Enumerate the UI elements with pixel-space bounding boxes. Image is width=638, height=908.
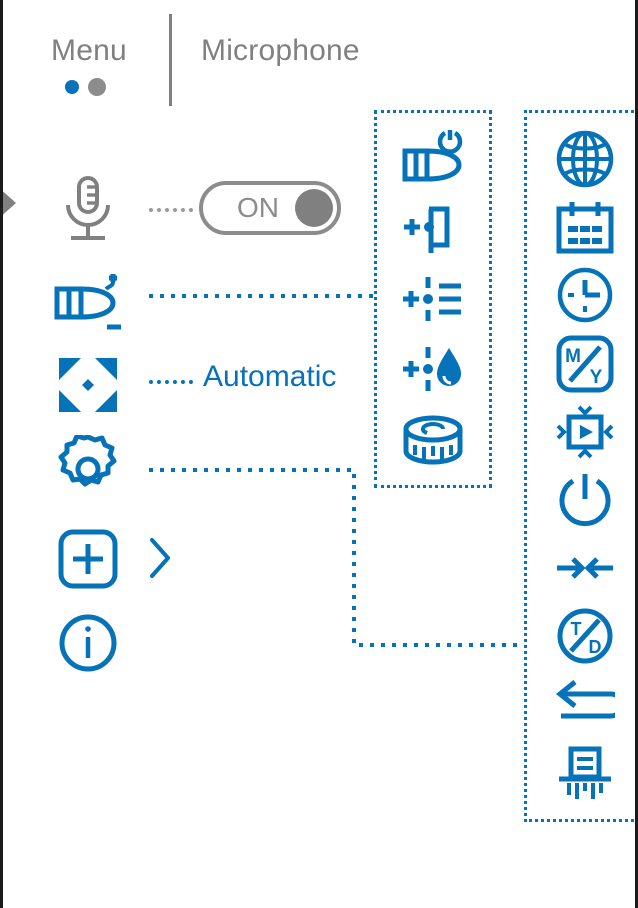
microphone-toggle-knob[interactable] [295,189,333,227]
page-dot-2[interactable] [88,78,106,96]
panel-item-language[interactable] [552,128,618,190]
menu-label: Menu [51,34,127,67]
panel-item-reset[interactable] [552,674,618,736]
gear-icon [54,435,122,503]
page-dot-1[interactable] [65,80,79,94]
microphone-gain-droplet-icon [401,343,465,395]
panel-item-time[interactable] [552,264,618,326]
svg-text:M: M [565,346,581,367]
menu-row-add[interactable] [47,518,129,600]
panel-item-microphone-gain-bracket[interactable] [400,198,466,260]
panel-item-microphone-gain-droplet[interactable] [400,338,466,400]
panel-item-measuring-tape[interactable] [400,409,466,471]
menu-row-settings[interactable] [47,428,129,510]
calendar-icon [556,200,614,254]
microphone-icon [57,174,119,244]
leader-focus [149,380,193,384]
settings-submenu: M Y [524,110,635,822]
menu-row-microphone[interactable] [47,168,129,250]
panel-item-collapse[interactable] [552,537,618,599]
chevron-right-icon[interactable] [147,536,173,580]
temperature-date-format-icon: T D [556,607,614,665]
panel-item-shredder[interactable] [552,742,618,804]
microphone-toggle-label: ON [237,192,279,223]
microphone-gain-bracket-icon [401,203,465,255]
power-icon [557,471,613,529]
microphone-gain-plus-minus-icon [51,272,125,334]
svg-text:Y: Y [590,367,603,388]
edge-arrow-indicator [3,186,16,220]
microphone-toggle[interactable]: ON [199,181,341,235]
panel-item-screensaver[interactable] [552,401,618,463]
connector-settings [149,468,524,647]
microphone-power-icon [401,129,465,187]
leader-microphone [149,208,193,212]
focus-value-label[interactable]: Automatic [203,360,337,393]
page-dots [65,78,106,96]
panel-item-date-format[interactable]: M Y [552,333,618,395]
undo-return-arrow-icon [555,679,615,730]
panel-item-power[interactable] [552,469,618,531]
add-plus-square-icon [58,529,118,589]
info-circle-icon [58,613,118,673]
month-year-format-icon: M Y [556,335,614,393]
panel-item-microphone-gain-list[interactable] [400,268,466,330]
menu-row-focus[interactable] [47,344,129,426]
svg-text:T: T [571,619,582,639]
panel-item-temperature-format[interactable]: T D [552,605,618,667]
screensaver-expand-icon [555,404,615,460]
globe-icon [556,130,614,188]
menu-row-info[interactable] [47,602,129,684]
measuring-tape-icon [401,411,465,469]
svg-text:D: D [589,637,602,657]
panel-item-date[interactable] [552,196,618,258]
clock-icon [556,266,614,324]
shredder-icon [556,745,614,801]
panel-item-microphone-power[interactable] [400,127,466,189]
arrows-inward-icon [555,550,615,586]
menu-row-microphone-gain[interactable] [47,262,129,344]
microphone-gain-list-icon [401,273,465,325]
header-divider [169,14,172,106]
page-title: Microphone [201,34,360,67]
focus-crosshair-icon [55,352,121,418]
microphone-gain-submenu [374,110,492,488]
